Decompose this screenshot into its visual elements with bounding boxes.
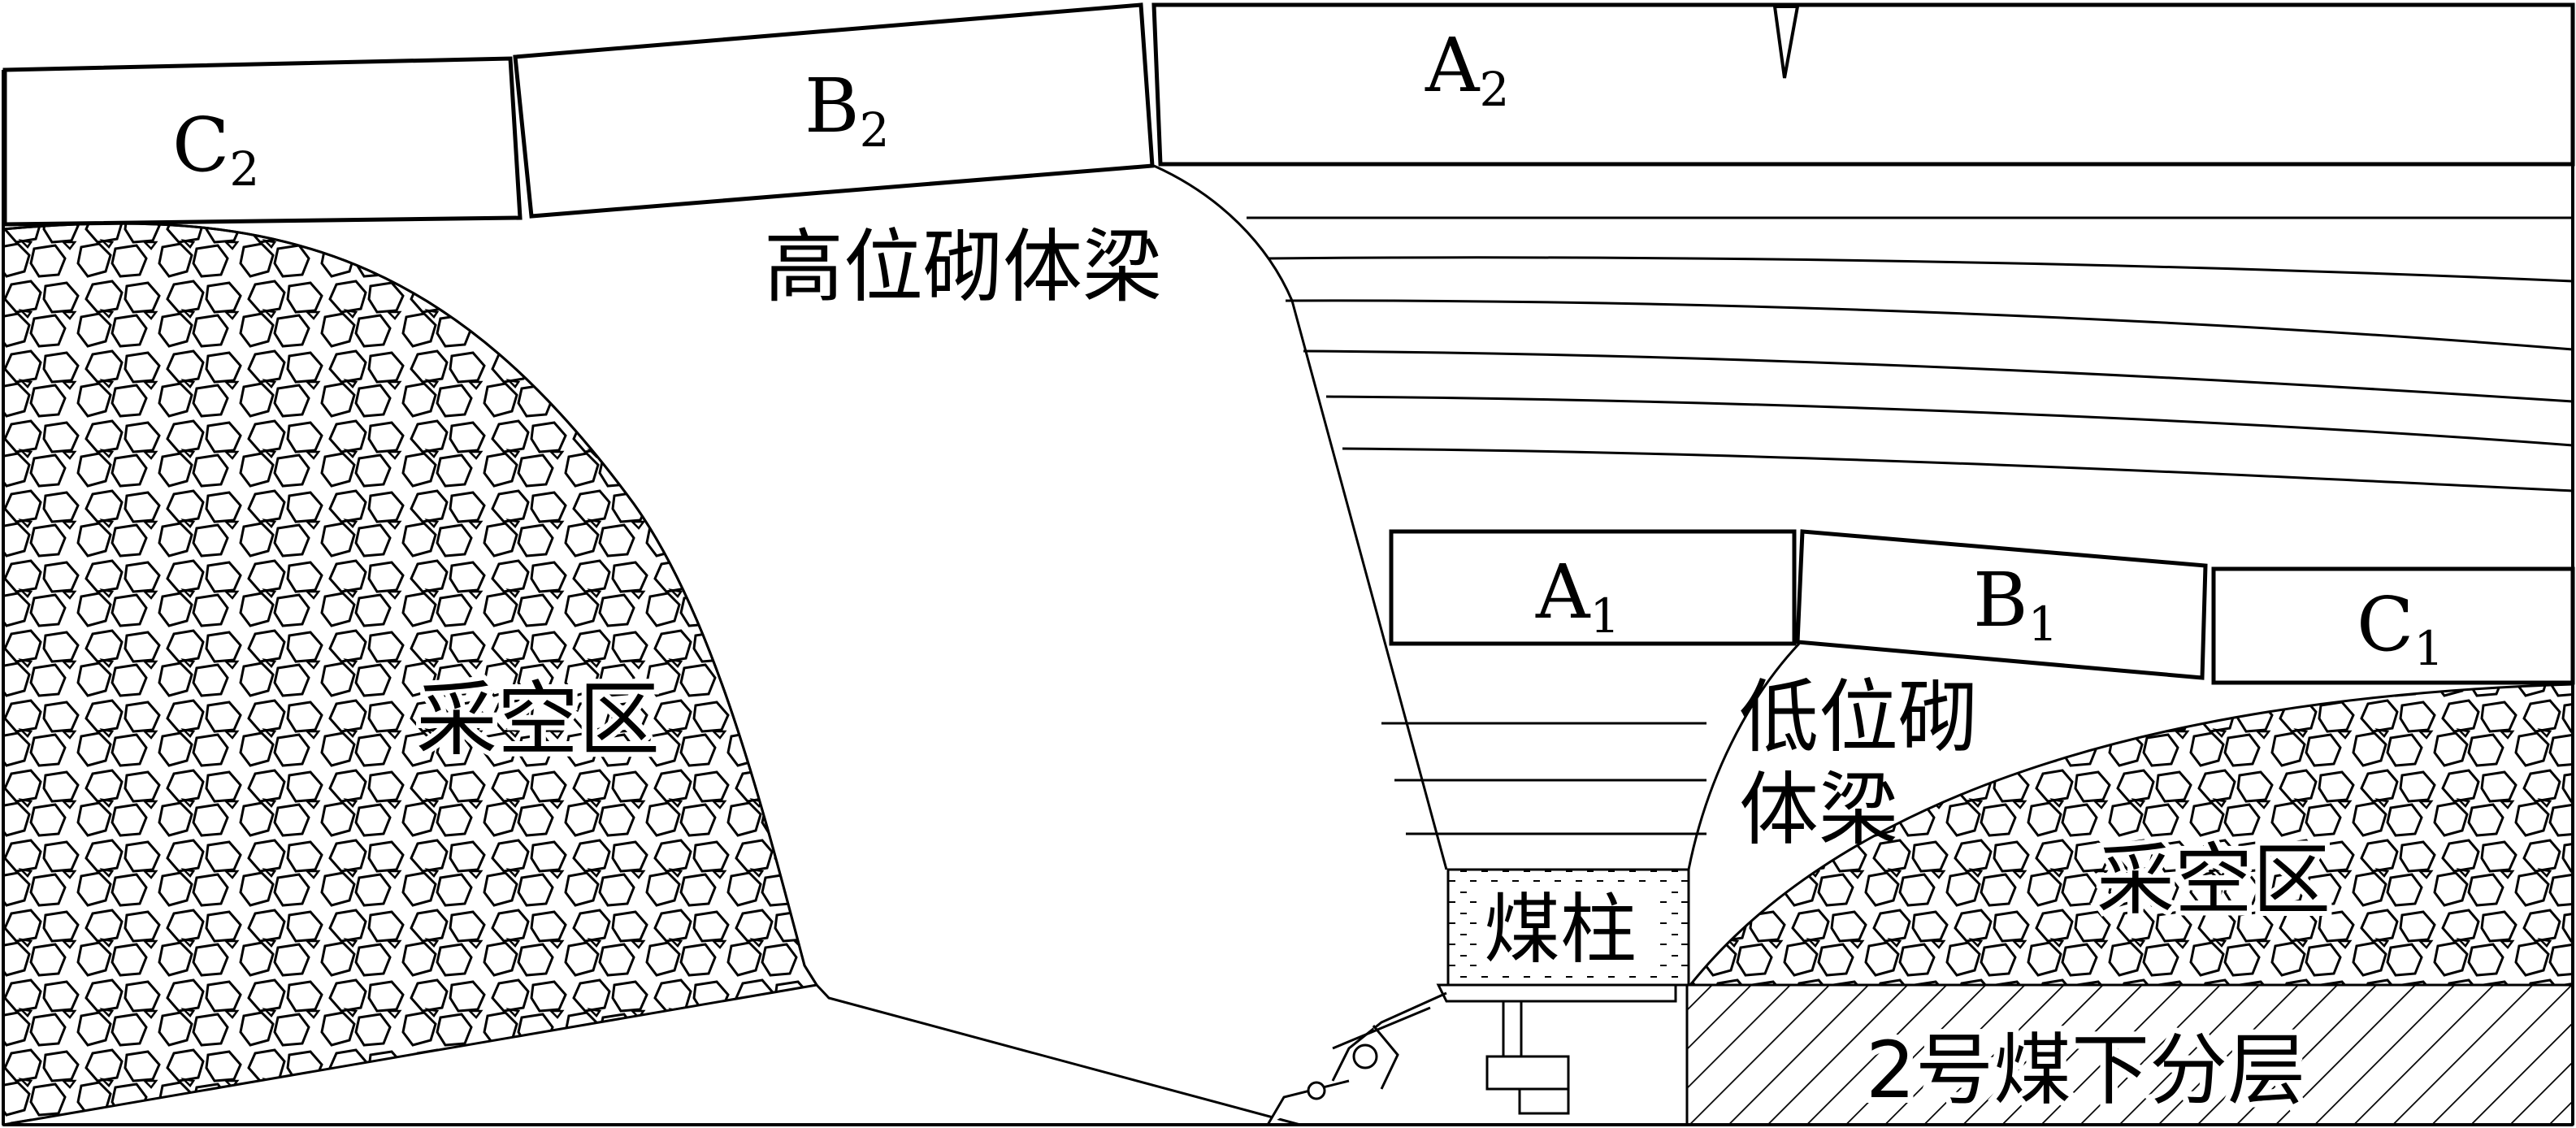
block-a1 [1389,529,1797,646]
label-goaf-right: 采空区 [2097,835,2331,926]
label-coal-pillar: 煤柱 [1484,886,1637,974]
label-low-beam-line1: 低位砌 [1739,671,1978,764]
goaf-right-area [1687,683,2574,987]
label-goaf-left: 采空区 [416,672,660,767]
goaf-left-boundary [2,222,1301,1126]
strata-lines-upper [1247,216,2574,492]
block-a2 [1151,2,2575,167]
label-a1: A1 [1535,549,1620,644]
label-b2: B2 [804,63,890,158]
label-high-beam: 高位砌体梁 [764,221,1162,314]
strata-lines-lower [1381,722,1706,835]
lower-caving-boundary [1687,642,1801,870]
block-b1 [1795,529,2208,680]
label-lower-layer: 2号煤下分层 [1866,1025,2305,1116]
block-c2 [2,56,523,227]
label-c2: C2 [172,102,259,197]
label-b1: B1 [1973,557,2058,652]
upper-caving-boundary [1153,164,1448,870]
goaf-left-area [2,222,819,1126]
block-b2 [513,2,1155,219]
block-c1 [2211,566,2575,685]
crack-a2 [1772,4,1800,79]
label-low-beam-line2: 体梁 [1739,764,1898,857]
mining-support-equipment [1266,983,1677,1126]
label-c1: C1 [2357,581,2444,676]
lower-coal-layer [1685,983,2574,1126]
label-a2: A2 [1425,22,1509,117]
